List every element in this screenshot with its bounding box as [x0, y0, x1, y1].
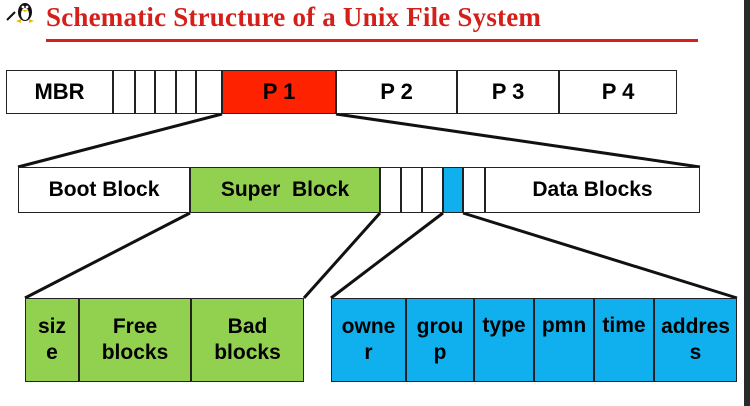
partition-p4: P 4: [559, 70, 677, 114]
field-time-label: time: [602, 314, 646, 337]
field-size-line2: e: [46, 341, 58, 364]
field-address-line1: addres: [661, 314, 730, 338]
field-pmn: pmn: [534, 298, 594, 382]
inode-block-cell: [463, 167, 485, 213]
disk-block-cell: [196, 70, 222, 114]
field-pmn-label: pmn: [541, 314, 587, 337]
field-group-line2: p: [433, 341, 447, 364]
p2-label: P 2: [380, 79, 413, 105]
disk-block-cell: [135, 70, 155, 114]
disk-block-cell: [176, 70, 196, 114]
data-blocks-label: Data Blocks: [532, 177, 653, 201]
field-size: siz e: [25, 298, 79, 382]
p4-label: P 4: [601, 79, 635, 105]
boot-block: Boot Block: [18, 167, 190, 213]
right-edge-shade: [744, 0, 750, 406]
field-address-line2: s: [689, 341, 702, 364]
inode-highlight: [443, 167, 463, 213]
p1-label: P 1: [262, 79, 296, 105]
super-block: Super Block: [190, 167, 380, 213]
title-underline: [46, 39, 698, 42]
inode-block-cell: [380, 167, 401, 213]
field-group-line1: grou: [416, 314, 464, 338]
mbr-block: MBR: [6, 70, 113, 114]
inode-block-cell: [422, 167, 443, 213]
field-free-blocks-line2: blocks: [101, 341, 169, 364]
field-size-line1: siz: [37, 314, 66, 338]
boot-block-label: Boot Block: [48, 177, 160, 201]
mbr-label: MBR: [34, 79, 85, 105]
disk-block-cell: [113, 70, 135, 114]
super-block-label: Super Block: [220, 177, 350, 201]
field-bad-blocks-line2: blocks: [214, 341, 281, 364]
inode-block-cell: [401, 167, 422, 213]
data-blocks: Data Blocks: [485, 167, 700, 213]
field-owner-line2: r: [364, 341, 373, 364]
field-time: time: [594, 298, 654, 382]
field-group: grou p: [406, 298, 474, 382]
partition-p3: P 3: [457, 70, 559, 114]
disk-block-cell: [155, 70, 176, 114]
field-owner: owne r: [331, 298, 406, 382]
p3-label: P 3: [491, 79, 525, 105]
partition-p2: P 2: [336, 70, 457, 114]
field-bad-blocks: Bad blocks: [191, 298, 304, 382]
penguin-logo-icon: [6, 3, 34, 23]
field-bad-blocks-line1: Bad: [227, 314, 268, 338]
field-free-blocks: Free blocks: [79, 298, 191, 382]
partition-p1: P 1: [222, 70, 336, 114]
page-title: Schematic Structure of a Unix File Syste…: [46, 2, 542, 32]
field-owner-line1: owne: [341, 314, 396, 338]
field-type: type: [474, 298, 534, 382]
field-address: addres s: [654, 298, 737, 382]
field-type-label: type: [482, 314, 526, 337]
field-free-blocks-line1: Free: [112, 314, 158, 338]
